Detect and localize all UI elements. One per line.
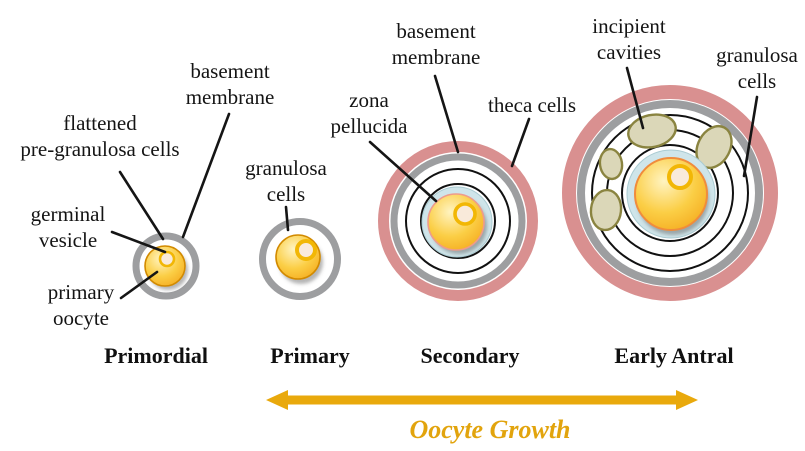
leader-zona-pellucida: [368, 140, 438, 203]
incipient-cavity-left-small: [598, 147, 624, 181]
primary-follicle: [259, 218, 341, 300]
label-basement-membrane-primordial: basement membrane: [186, 58, 275, 110]
label-zona-pellucida: zona pellucida: [331, 87, 408, 139]
label-line: flattened: [63, 111, 137, 135]
label-theca-cells: theca cells: [488, 92, 576, 118]
label-line: cells: [266, 182, 306, 206]
label-granulosa-cells-antral: granulosa cells: [716, 42, 798, 94]
label-line: basement: [190, 59, 270, 83]
antral-germinal-vesicle: [667, 164, 693, 190]
leader-granulosa-cells-antral: [742, 95, 759, 178]
leader-theca-cells: [510, 117, 531, 168]
label-line: germinal: [30, 202, 106, 226]
antral-granulosa-layer-1: [591, 114, 749, 272]
label-line: vesicle: [38, 228, 98, 252]
label-line: oocyte: [53, 306, 109, 330]
label-flattened-pre-granulosa-cells: flattened pre-granulosa cells: [20, 110, 179, 162]
stage-title-primordial: Primordial: [104, 343, 208, 368]
secondary-granulosa-layer-inner: [420, 183, 496, 259]
antral-granulosa-layer-3: [621, 144, 719, 242]
stage-title-early-antral: Early Antral: [614, 343, 734, 368]
leader-lines: [110, 66, 759, 300]
leader-basement-membrane-primordial: [181, 112, 231, 239]
label-line: cells: [737, 69, 777, 93]
label-granulosa-cells-primary: granulosa cells: [245, 155, 327, 207]
label-incipient-cavities: incipient cavities: [592, 13, 665, 65]
label-line: membrane: [391, 45, 481, 69]
label-line: incipient: [592, 14, 666, 38]
primordial-follicle: [132, 232, 200, 300]
secondary-oocyte: [427, 193, 485, 251]
label-primary-oocyte: primary oocyte: [48, 279, 114, 331]
label-line: granulosa: [245, 156, 327, 180]
label-line: zona: [349, 88, 389, 112]
label-line: membrane: [185, 85, 275, 109]
leader-primary-oocyte: [119, 270, 159, 300]
secondary-follicle: [378, 141, 538, 301]
leader-germinal-vesicle: [110, 230, 167, 254]
secondary-granulosa-layer-outer: [405, 168, 511, 274]
label-line: basement: [396, 19, 476, 43]
label-line: primary: [47, 280, 115, 304]
label-germinal-vesicle: germinal vesicle: [31, 201, 106, 253]
label-line: pre-granulosa cells: [20, 137, 180, 161]
label-line: pellucida: [330, 114, 408, 138]
label-basement-membrane-secondary: basement membrane: [392, 18, 481, 70]
oocyte-growth-arrow: [266, 390, 698, 410]
primary-germinal-vesicle: [295, 239, 317, 261]
label-line: theca cells: [487, 93, 577, 117]
label-line: cavities: [596, 40, 662, 64]
early-antral-follicle: [562, 85, 778, 301]
stage-title-secondary: Secondary: [420, 343, 520, 368]
leader-incipient-cavities: [625, 66, 645, 130]
oocyte-growth-label: Oocyte Growth: [409, 415, 571, 444]
secondary-germinal-vesicle: [453, 202, 477, 226]
stage-title-primary: Primary: [270, 343, 350, 368]
leader-flattened-pre-granulosa: [118, 170, 165, 241]
label-line: granulosa: [716, 43, 798, 67]
incipient-cavity-lower-left: [589, 188, 623, 232]
leader-basement-membrane-secondary: [433, 74, 460, 154]
incipient-cavity-top: [627, 113, 677, 149]
primordial-germinal-vesicle: [158, 250, 176, 268]
leader-granulosa-cells-primary: [284, 205, 290, 232]
